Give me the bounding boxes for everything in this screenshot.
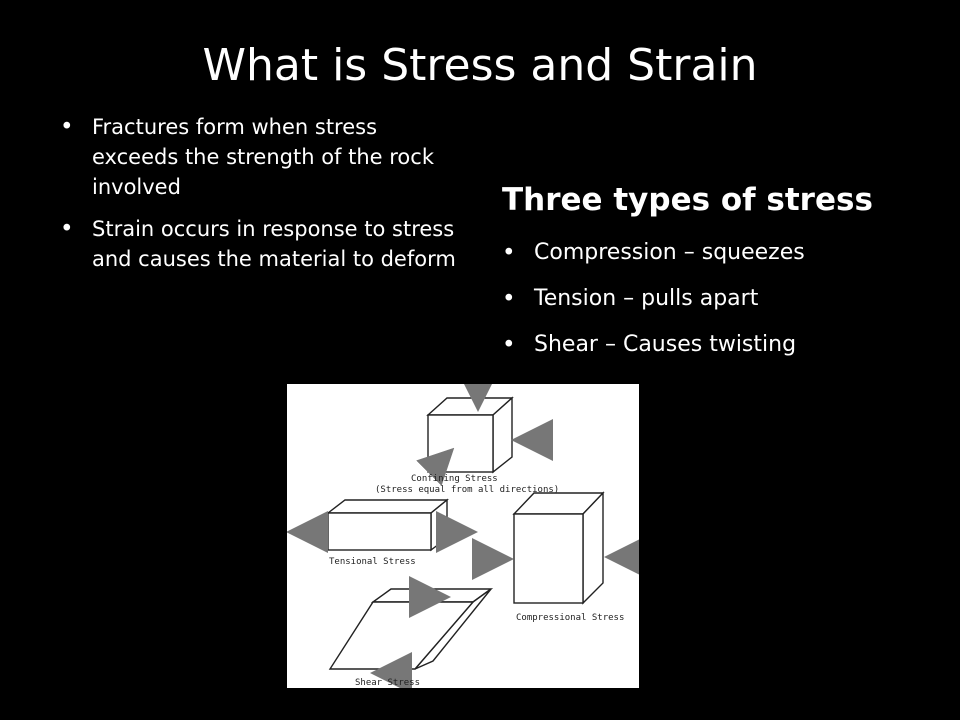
right-bullet-text: Shear – Causes twisting [534, 332, 797, 357]
right-bullet-column: Three types of stress • Compression – sq… [494, 178, 934, 376]
left-bullet-item: • Strain occurs in response to stress an… [48, 214, 458, 274]
confining-stress-figure: Confining Stress (Stress equal from all … [375, 384, 559, 495]
bullet-icon: • [60, 114, 74, 140]
confining-stress-note: (Stress equal from all directions) [375, 485, 559, 495]
left-bullet-text: Strain occurs in response to stress and … [92, 217, 456, 271]
right-bullet-text: Tension – pulls apart [534, 286, 759, 311]
right-bullet-list: • Compression – squeezes • Tension – pul… [494, 238, 934, 360]
stress-diagram-svg: Confining Stress (Stress equal from all … [287, 384, 639, 688]
confining-stress-label: Confining Stress [411, 474, 498, 484]
stress-types-heading: Three types of stress [502, 182, 873, 218]
right-bullet-item: • Shear – Causes twisting [494, 330, 934, 360]
bullet-icon: • [502, 240, 516, 266]
bullet-icon: • [502, 286, 516, 312]
bullet-icon: • [502, 332, 516, 358]
left-bullet-list: • Fractures form when stress exceeds the… [48, 112, 458, 274]
compressional-stress-label: Compressional Stress [516, 613, 624, 623]
tensional-stress-label: Tensional Stress [329, 557, 416, 567]
bullet-icon: • [60, 216, 74, 242]
stress-diagram: Confining Stress (Stress equal from all … [287, 384, 639, 688]
slide-title: What is Stress and Strain [202, 40, 758, 91]
compressional-stress-figure: Compressional Stress [472, 491, 639, 623]
tensional-stress-figure: Tensional Stress [287, 498, 478, 567]
left-bullet-column: • Fractures form when stress exceeds the… [48, 112, 458, 286]
right-bullet-text: Compression – squeezes [534, 240, 805, 265]
left-bullet-item: • Fractures form when stress exceeds the… [48, 112, 458, 202]
right-bullet-item: • Tension – pulls apart [494, 284, 934, 314]
shear-stress-figure: Shear Stress [328, 576, 494, 688]
right-bullet-item: • Compression – squeezes [494, 238, 934, 268]
shear-stress-label: Shear Stress [355, 678, 420, 688]
left-bullet-text: Fractures form when stress exceeds the s… [92, 115, 434, 199]
